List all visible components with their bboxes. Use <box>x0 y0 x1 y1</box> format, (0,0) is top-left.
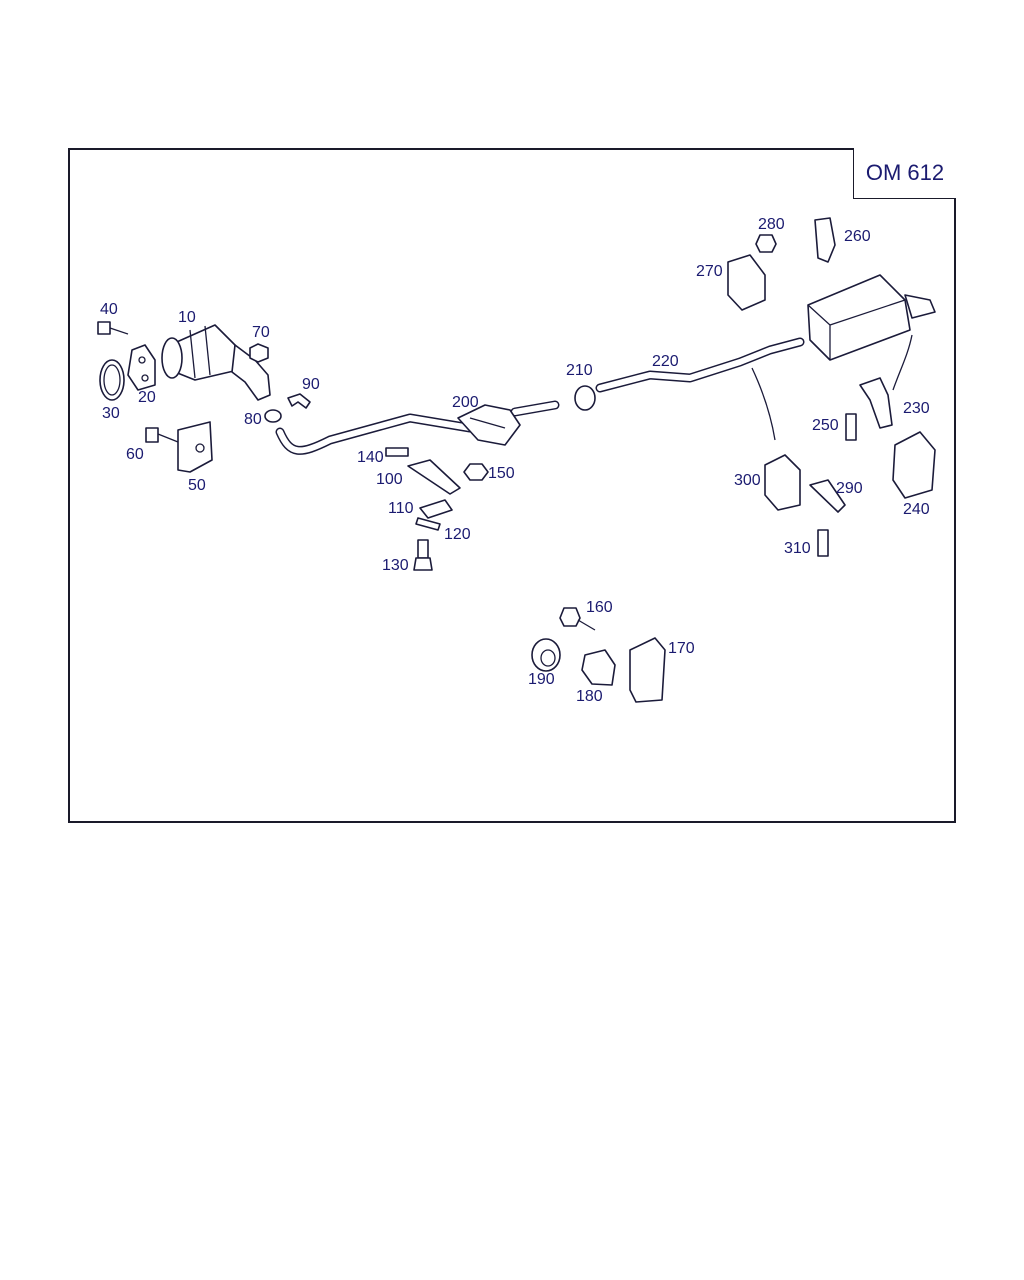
bolt-280 <box>755 234 777 253</box>
part-label-90: 90 <box>302 376 320 393</box>
bracket-290 <box>809 479 846 513</box>
nut-70 <box>249 343 269 363</box>
catalytic-converter <box>457 404 521 446</box>
bracket-230 <box>859 377 893 429</box>
part-label-200: 200 <box>452 394 479 411</box>
clamp-90 <box>287 393 311 409</box>
part-label-310: 310 <box>784 540 811 557</box>
rear-muffler <box>807 274 936 361</box>
part-label-270: 270 <box>696 263 723 280</box>
part-label-140: 140 <box>357 449 384 466</box>
diagram-frame: OM 612 <box>68 148 956 823</box>
bolt-310 <box>817 529 829 557</box>
rubber-hanger-270 <box>727 254 766 311</box>
part-label-100: 100 <box>376 471 403 488</box>
rubber-mount-180 <box>581 649 616 686</box>
holder-100 <box>407 459 461 495</box>
rubber-hanger-240 <box>892 431 936 499</box>
bolt-40 <box>97 321 129 335</box>
bracket-170 <box>629 637 666 703</box>
part-label-180: 180 <box>576 688 603 705</box>
part-label-250: 250 <box>812 417 839 434</box>
part-label-30: 30 <box>102 405 120 422</box>
part-label-150: 150 <box>488 465 515 482</box>
exhaust-pipe <box>275 337 805 455</box>
part-label-260: 260 <box>844 228 871 245</box>
part-label-80: 80 <box>244 411 262 428</box>
clip-110 <box>419 499 453 519</box>
seal-ring-80 <box>264 409 282 423</box>
rubber-hanger-300 <box>764 454 801 511</box>
bracket-260 <box>814 217 836 263</box>
part-label-110: 110 <box>388 500 414 517</box>
bolt-60 <box>145 427 179 443</box>
part-label-170: 170 <box>668 640 695 657</box>
clamp-210 <box>574 385 596 411</box>
part-label-40: 40 <box>100 301 118 318</box>
part-label-160: 160 <box>586 599 613 616</box>
part-label-290: 290 <box>836 480 863 497</box>
diesel-particulate-filter <box>161 324 271 401</box>
bolt-160 <box>559 607 596 631</box>
part-label-10: 10 <box>178 309 196 326</box>
arrow-300 <box>751 367 776 441</box>
part-label-240: 240 <box>903 501 930 518</box>
part-label-60: 60 <box>126 446 144 463</box>
part-label-280: 280 <box>758 216 785 233</box>
part-label-300: 300 <box>734 472 761 489</box>
clip-120 <box>415 517 441 531</box>
part-label-130: 130 <box>382 557 409 574</box>
bracket-50 <box>177 421 213 473</box>
flange-20 <box>127 344 156 391</box>
bolt-250 <box>845 413 857 441</box>
part-label-220: 220 <box>652 353 679 370</box>
part-label-20: 20 <box>138 389 156 406</box>
part-label-230: 230 <box>903 400 930 417</box>
arrow-230 <box>892 334 913 391</box>
part-label-120: 120 <box>444 526 471 543</box>
part-label-70: 70 <box>252 324 270 341</box>
part-number-labels: 10 20 30 40 50 60 70 80 90 100 110 120 130 140 150 160 1… <box>100 216 930 705</box>
engine-code-badge: OM 612 <box>853 148 956 199</box>
part-label-50: 50 <box>188 477 206 494</box>
clip-140 <box>385 447 409 457</box>
part-label-210: 210 <box>566 362 593 379</box>
bolt-130 <box>413 539 433 571</box>
part-label-190: 190 <box>528 671 555 688</box>
nut-150 <box>463 463 489 481</box>
